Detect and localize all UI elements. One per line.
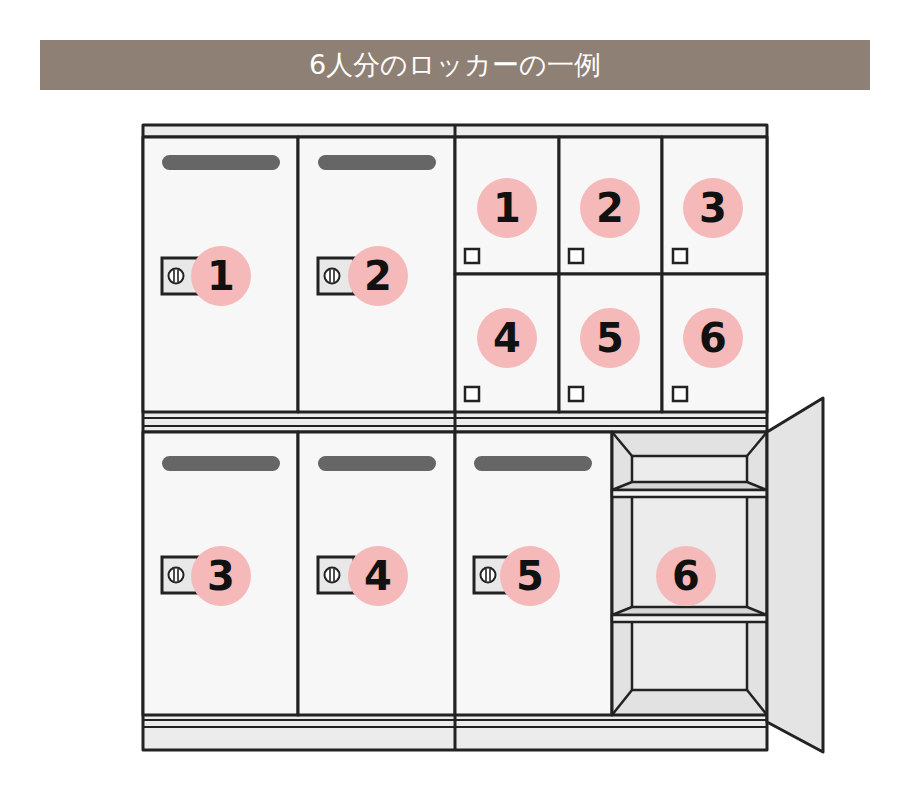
callout-number-text: 5 bbox=[596, 318, 624, 358]
callout-number-text: 5 bbox=[516, 556, 544, 596]
callout-number: 6 bbox=[683, 308, 743, 368]
callout-number: 5 bbox=[500, 546, 560, 606]
title: 6人分のロッカーの一例 bbox=[309, 47, 601, 83]
callout-number: 3 bbox=[683, 178, 743, 238]
callout-number-text: 3 bbox=[699, 188, 727, 228]
callout-number: 1 bbox=[477, 178, 537, 238]
callout-number: 4 bbox=[348, 546, 408, 606]
callout-number-text: 1 bbox=[493, 188, 521, 228]
callout-number-text: 2 bbox=[596, 188, 624, 228]
callout-number: 3 bbox=[191, 546, 251, 606]
callout-number: 6 bbox=[656, 546, 716, 606]
title-band: 6人分のロッカーの一例 bbox=[40, 40, 870, 90]
callout-number-text: 1 bbox=[207, 256, 235, 296]
callout-number-text: 4 bbox=[493, 318, 521, 358]
callout-number: 1 bbox=[191, 246, 251, 306]
callout-number: 4 bbox=[477, 308, 537, 368]
callout-number-text: 6 bbox=[699, 318, 727, 358]
callout-number-text: 6 bbox=[672, 556, 700, 596]
callout-number: 2 bbox=[348, 246, 408, 306]
callout-number: 5 bbox=[580, 308, 640, 368]
callout-number-text: 2 bbox=[364, 256, 392, 296]
callout-number: 2 bbox=[580, 178, 640, 238]
callout-number-text: 3 bbox=[207, 556, 235, 596]
callout-number-text: 4 bbox=[364, 556, 392, 596]
